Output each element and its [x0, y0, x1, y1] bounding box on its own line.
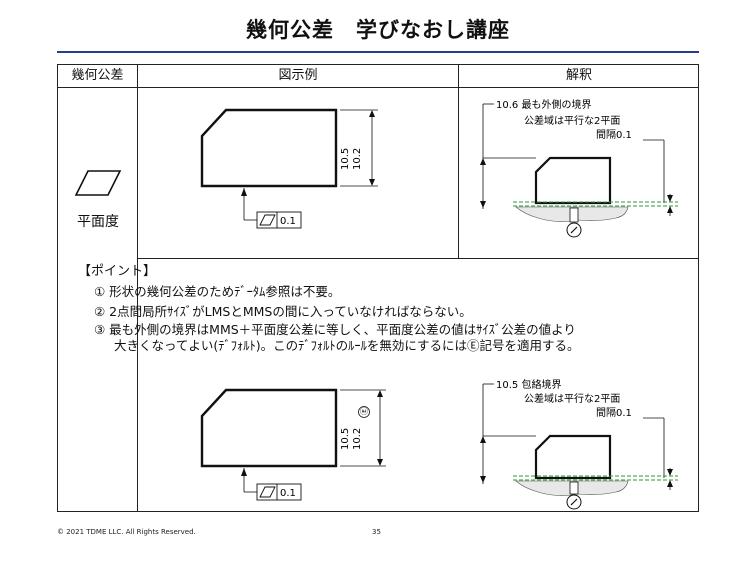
column-divider-2	[458, 65, 459, 258]
header-interpretation: 解釈	[565, 68, 592, 83]
footer-page-number: 35	[372, 528, 381, 536]
point-item-1: ① 形状の幾何公差のためﾃﾞｰﾀﾑ参照は不要。	[94, 284, 341, 299]
dimension-inner-text: 10.2	[352, 428, 363, 450]
point-item-2: ② 2点間局所ｻｲｽﾞがLMSとMMSの間に入っていなければならない。	[94, 304, 472, 319]
header-divider	[58, 87, 698, 88]
points-heading: 【ポイント】	[78, 264, 157, 279]
feature-frame-value: 0.1	[280, 216, 296, 227]
interp2-gap-text: 間隔0.1	[596, 407, 632, 419]
interp1-boundary-text: 10.6 最も外側の境界	[496, 98, 591, 111]
drawing-example-1: 10.5 10.2 0.1	[200, 108, 378, 229]
interp1-zone-text: 公差域は平行な2平面	[524, 114, 620, 127]
row-divider	[137, 258, 698, 259]
column-divider-1	[137, 65, 138, 511]
dimension-outer-text: 10.5	[340, 428, 351, 450]
row-label-flatness: 平面度	[77, 214, 119, 230]
header-drawing-example: 図示例	[278, 68, 318, 83]
tolerance-table: 幾何公差 図示例 解釈 平面度	[57, 64, 699, 512]
header-geometric-tolerance: 幾何公差	[71, 68, 124, 83]
points-section: 【ポイント】 ① 形状の幾何公差のためﾃﾞｰﾀﾑ参照は不要。 ② 2点間局所ｻｲ…	[78, 262, 580, 354]
interp1-gap-text: 間隔0.1	[596, 129, 632, 141]
part-outline	[200, 388, 338, 468]
interpretation-diagram-1: 10.6 最も外側の境界 公差域は平行な2平面 間隔0.1	[480, 98, 678, 238]
feature-frame-value: 0.1	[280, 488, 296, 499]
dimension-inner-text: 10.2	[352, 148, 363, 170]
interpretation-diagram-2: 10.5 包絡境界 公差域は平行な2平面 間隔0.1	[480, 378, 678, 510]
drawing-example-2: 10.5 10.2 Ⓔ 0.1	[200, 388, 386, 501]
envelope-symbol-text: Ⓔ	[360, 407, 369, 415]
point-item-3: ③ 最も外側の境界はMMS＋平面度公差に等しく、平面度公差の値はｻｲｽﾞ公差の値…	[94, 322, 576, 337]
interp2-boundary-text: 10.5 包絡境界	[496, 378, 561, 391]
flatness-symbol-icon	[74, 170, 122, 196]
part-outline	[200, 108, 338, 188]
interp2-zone-text: 公差域は平行な2平面	[524, 392, 620, 405]
point-item-3-continued: 大きくなってよい(ﾃﾞﾌｫﾙﾄ)。このﾃﾞﾌｫﾙﾄのﾙｰﾙを無効にするにはⒺ記号…	[114, 338, 580, 353]
envelope-circle-icon	[358, 406, 370, 418]
footer-copyright: © 2021 TDME LLC. All Rights Reserved.	[57, 528, 196, 536]
dimension-outer-text: 10.5	[340, 148, 351, 170]
title-underline	[57, 51, 699, 53]
page-title: 幾何公差 学びなおし講座	[246, 18, 510, 42]
